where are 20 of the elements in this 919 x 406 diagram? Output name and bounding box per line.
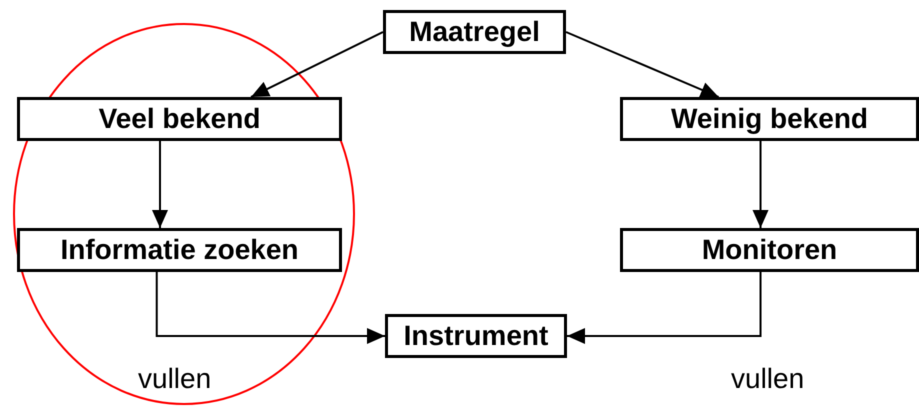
process-box — [620, 97, 919, 141]
arrow — [566, 31, 720, 98]
arrow — [156, 272, 385, 344]
arrow — [250, 31, 384, 98]
arrow — [152, 141, 168, 228]
process-box — [17, 97, 342, 141]
box-label: Instrument — [404, 320, 548, 352]
arrow — [567, 272, 762, 344]
process-box — [17, 228, 342, 272]
box-label: Monitoren — [702, 234, 838, 266]
process-box — [383, 10, 566, 54]
note-text: vullen — [138, 363, 212, 395]
note-text: vullen — [731, 363, 804, 395]
box-label: Informatie zoeken — [60, 234, 299, 266]
process-box — [620, 228, 919, 272]
arrow — [752, 141, 769, 228]
box-label: Weinig bekend — [670, 103, 868, 135]
box-label: Veel bekend — [98, 103, 260, 135]
box-label: Maatregel — [409, 16, 540, 48]
process-box — [385, 314, 567, 358]
